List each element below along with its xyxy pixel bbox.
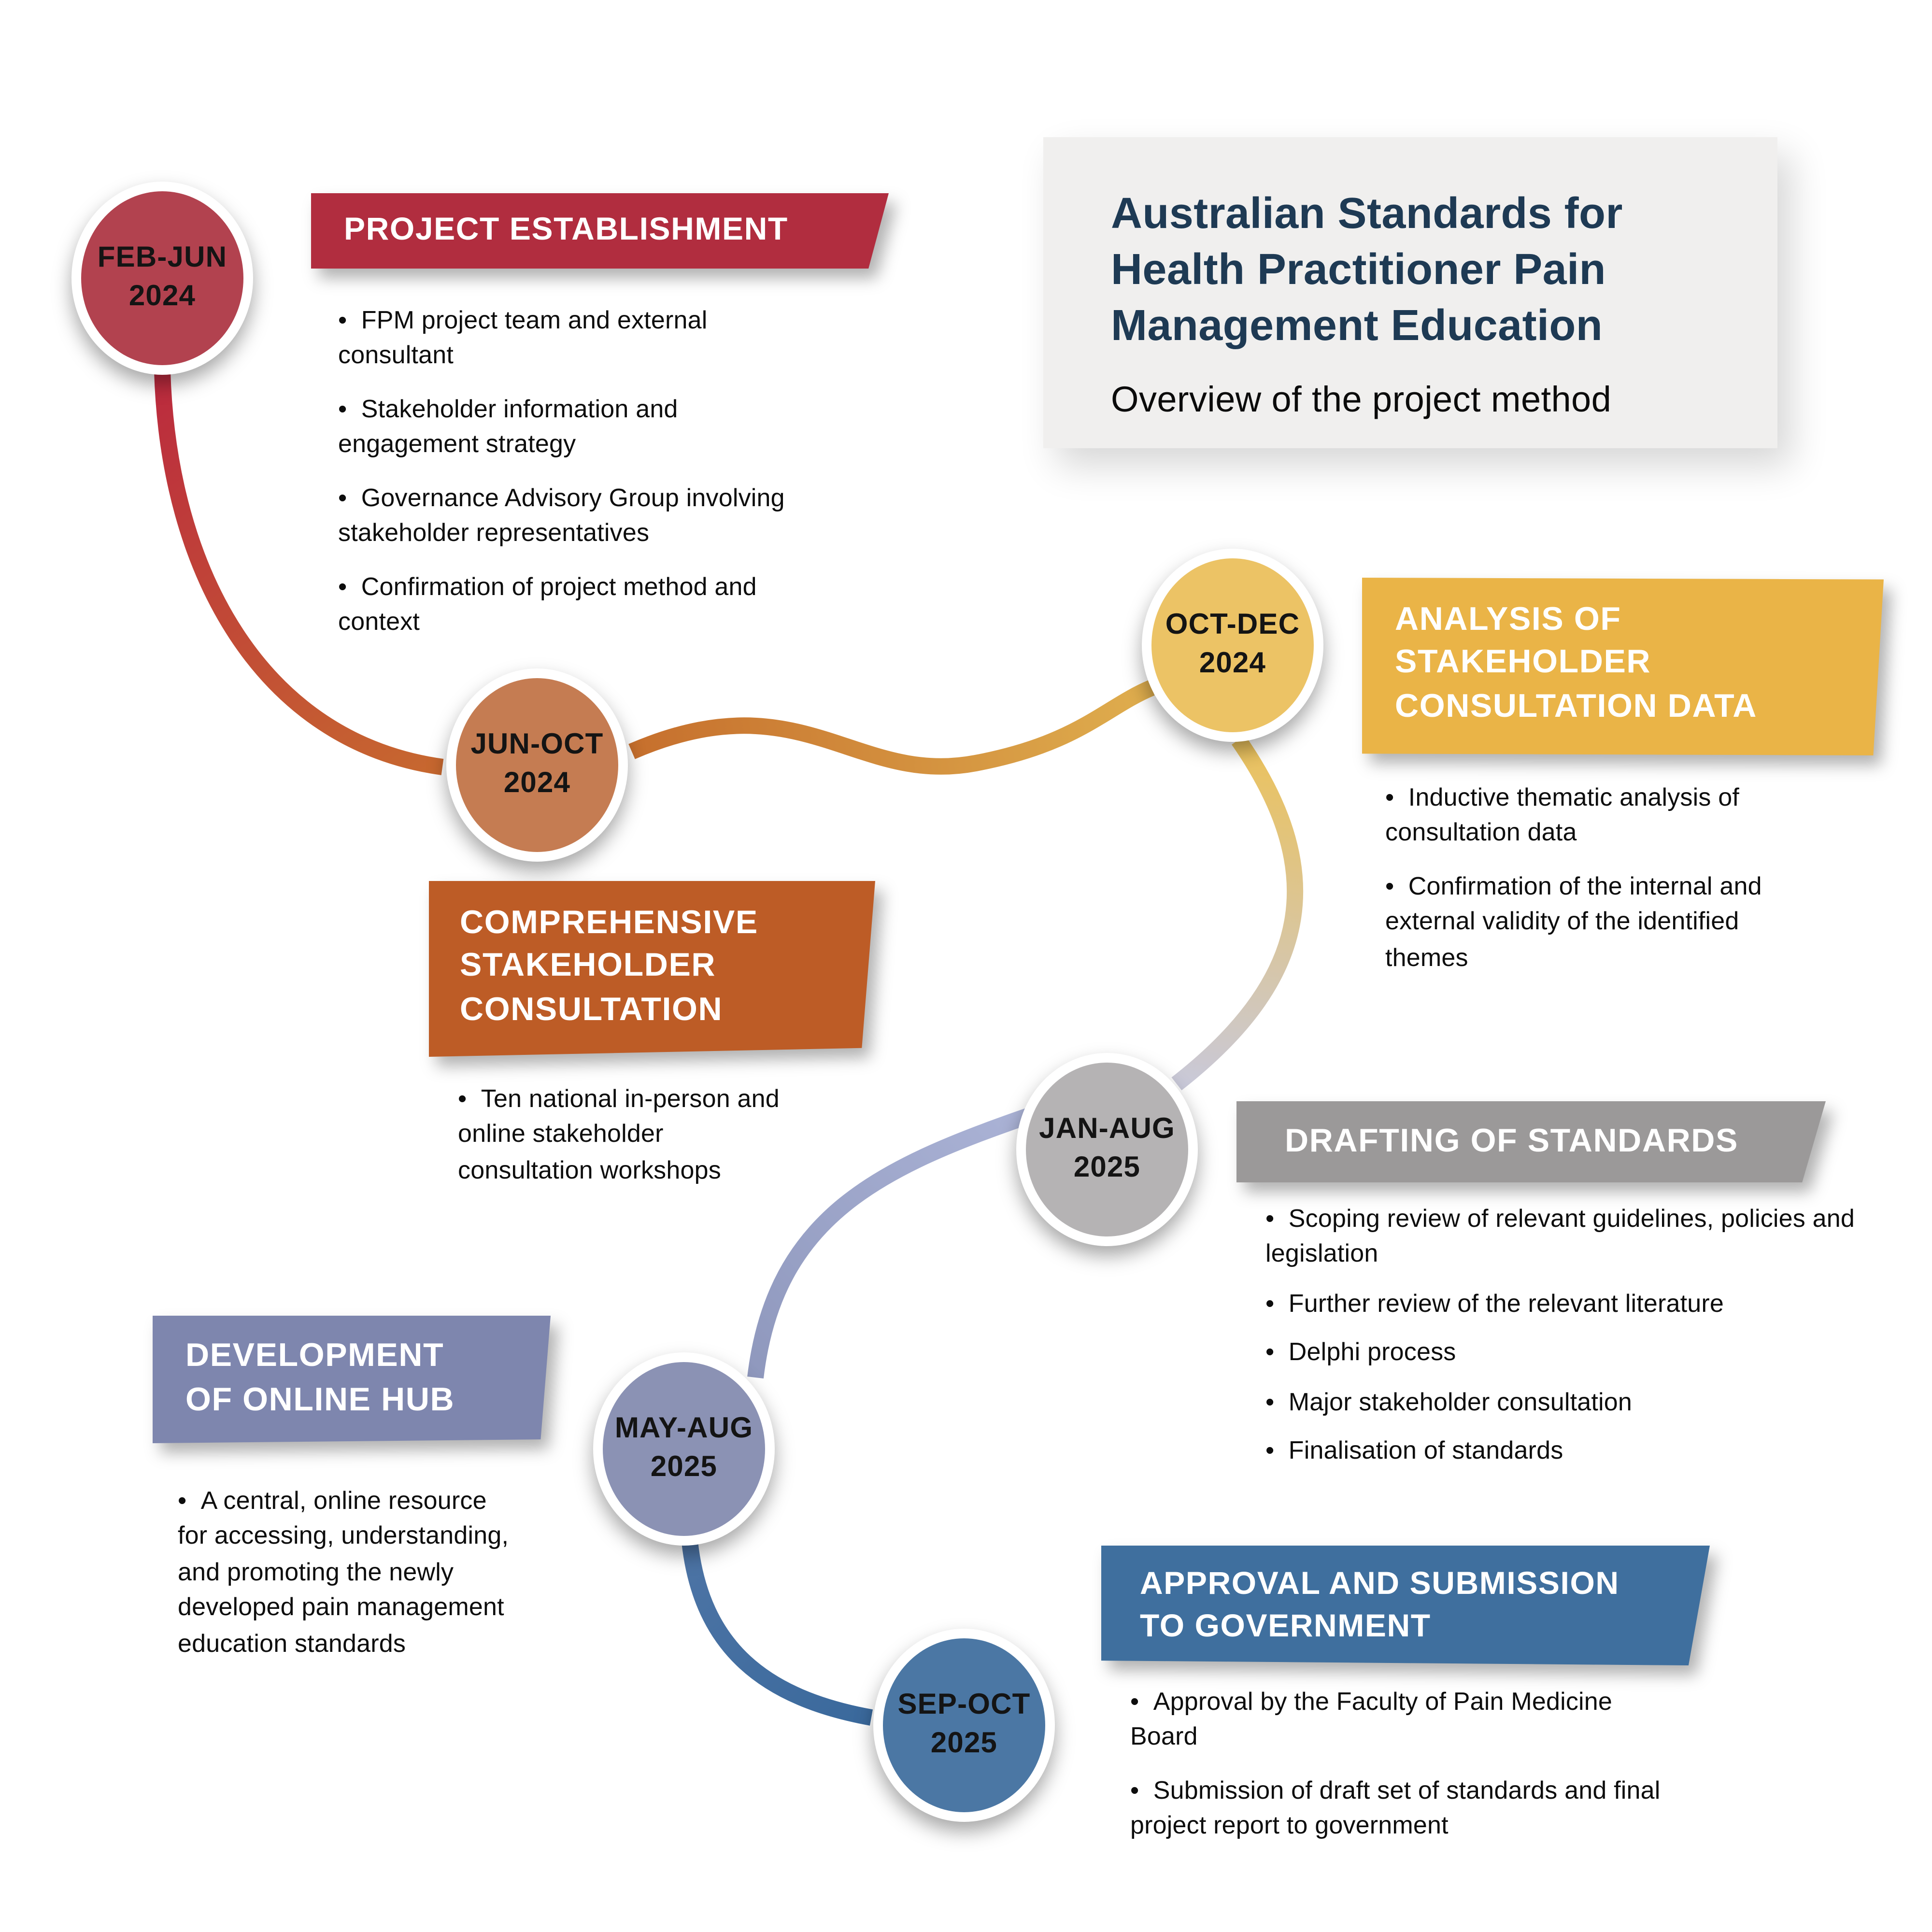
bullet-item: Confirmation of project method and conte… (338, 569, 825, 641)
bullet-item: Approval by the Faculty of Pain Medicine… (1130, 1685, 1681, 1756)
stage-heading-line: APPROVAL AND SUBMISSION (1140, 1567, 1619, 1602)
stage-date-year: 2025 (650, 1451, 718, 1484)
stage-heading-line: CONSULTATION DATA (1395, 687, 1757, 724)
bullet-item: A central, online resource for accessing… (178, 1484, 510, 1662)
bullet-item: Further review of the relevant literatur… (1265, 1287, 1864, 1322)
stage-date-range: SEP-OCT (897, 1688, 1031, 1721)
stage-date-range: MAY-AUG (614, 1412, 753, 1445)
bullet-item: Confirmation of the internal and externa… (1385, 869, 1826, 976)
stage-bullets-approval-and-submission-to-government: Approval by the Faculty of Pain Medicine… (1130, 1685, 1681, 1862)
stage-date-year: 2025 (930, 1727, 998, 1760)
connector-segment-1 (154, 370, 444, 775)
bullet-item: Scoping review of relevant guidelines, p… (1265, 1202, 1864, 1273)
stage-heading-line: CONSULTATION (460, 991, 723, 1028)
title-card: Australian Standards for Health Practiti… (1043, 137, 1777, 448)
stage-banner-analysis-of-stakeholder-consultation-data: ANALYSIS OF STAKEHOLDER CONSULTATION DAT… (1362, 578, 1884, 755)
stage-banner-shape: APPROVAL AND SUBMISSION TO GOVERNMENT (1101, 1546, 1710, 1665)
stage-banner-shape: ANALYSIS OF STAKEHOLDER CONSULTATION DAT… (1362, 578, 1884, 755)
stage-circle-sep-oct-2025: SEP-OCT 2025 (873, 1629, 1055, 1822)
page-title-line-1: Australian Standards for (1111, 189, 1623, 238)
stage-date-range: OCT-DEC (1165, 608, 1300, 641)
stage-date-year: 2024 (128, 280, 196, 313)
stage-bullets-comprehensive-stakeholder-consultation: Ten national in-person and online stakeh… (458, 1082, 802, 1206)
stage-heading-line: TO GOVERNMENT (1140, 1610, 1431, 1645)
page-subtitle: Overview of the project method (1111, 379, 1612, 420)
stage-banner-comprehensive-stakeholder-consultation: COMPREHENSIVE STAKEHOLDER CONSULTATION (429, 881, 875, 1057)
stage-banner-approval-and-submission-to-government: APPROVAL AND SUBMISSION TO GOVERNMENT (1101, 1546, 1710, 1665)
page-title-line-3: Management Education (1111, 301, 1603, 350)
connector-segment-5 (682, 1541, 873, 1726)
stage-circle-oct-dec-2024: OCT-DEC 2024 (1142, 549, 1323, 742)
connector-segment-3 (1171, 735, 1304, 1091)
bullet-item: Governance Advisory Group involving stak… (338, 481, 825, 552)
bullet-item: FPM project team and external consultant (338, 303, 825, 375)
stage-circle-may-aug-2025: MAY-AUG 2025 (593, 1352, 775, 1546)
stage-circle-jun-oct-2024: JUN-OCT 2024 (446, 668, 628, 862)
bullet-item: Finalisation of standards (1265, 1434, 1864, 1470)
stage-date-year: 2024 (1199, 647, 1266, 680)
page-title-line-2: Health Practitioner Pain (1111, 245, 1606, 294)
stage-circle-jan-aug-2025: JAN-AUG 2025 (1016, 1053, 1198, 1246)
stage-banner-shape: COMPREHENSIVE STAKEHOLDER CONSULTATION (429, 881, 875, 1057)
connector-segment-4 (747, 1107, 1035, 1379)
stage-banner-drafting-of-standards: DRAFTING OF STANDARDS (1236, 1101, 1826, 1182)
stage-date-range: JUN-OCT (470, 728, 604, 761)
stage-banner-shape: DEVELOPMENT OF ONLINE HUB (153, 1316, 551, 1443)
stage-banner-shape: PROJECT ESTABLISHMENT (311, 193, 889, 269)
stage-banner-development-of-online-hub: DEVELOPMENT OF ONLINE HUB (153, 1316, 551, 1443)
stage-heading-line: OF ONLINE HUB (185, 1380, 455, 1418)
stage-heading-line: STAKEHOLDER (460, 947, 716, 984)
stage-date-range: JAN-AUG (1039, 1112, 1175, 1145)
bullet-item: Major stakeholder consultation (1265, 1385, 1864, 1421)
stage-heading: PROJECT ESTABLISHMENT (344, 213, 788, 247)
stage-date-year: 2025 (1073, 1151, 1141, 1184)
stage-date-range: FEB-JUN (97, 241, 227, 274)
stage-banner-shape: DRAFTING OF STANDARDS (1236, 1101, 1826, 1182)
stage-bullets-drafting-of-standards: Scoping review of relevant guidelines, p… (1265, 1202, 1864, 1483)
connector-segment-2 (628, 680, 1155, 775)
stage-banner-project-establishment: PROJECT ESTABLISHMENT (311, 193, 889, 269)
bullet-item: Ten national in-person and online stakeh… (458, 1082, 802, 1189)
bullet-item: Delphi process (1265, 1335, 1864, 1371)
bullet-item: Submission of draft set of standards and… (1130, 1774, 1681, 1845)
stage-heading: DRAFTING OF STANDARDS (1285, 1122, 1738, 1159)
stage-heading-line: STAKEHOLDER (1395, 644, 1651, 681)
bullet-item: Stakeholder information and engagement s… (338, 392, 825, 464)
stage-bullets-analysis-of-stakeholder-consultation-data: Inductive thematic analysis of consultat… (1385, 781, 1826, 994)
bullet-item: Inductive thematic analysis of consultat… (1385, 781, 1826, 852)
stage-heading-line: ANALYSIS OF (1395, 601, 1621, 638)
stage-date-year: 2024 (503, 767, 571, 800)
stage-circle-feb-jun-2024: FEB-JUN 2024 (71, 182, 253, 375)
stage-heading-line: DEVELOPMENT (185, 1337, 444, 1374)
stage-bullets-development-of-online-hub: A central, online resource for accessing… (178, 1484, 510, 1679)
stage-bullets-project-establishment: FPM project team and external consultant… (338, 303, 825, 658)
stage-heading-line: COMPREHENSIVE (460, 904, 758, 941)
